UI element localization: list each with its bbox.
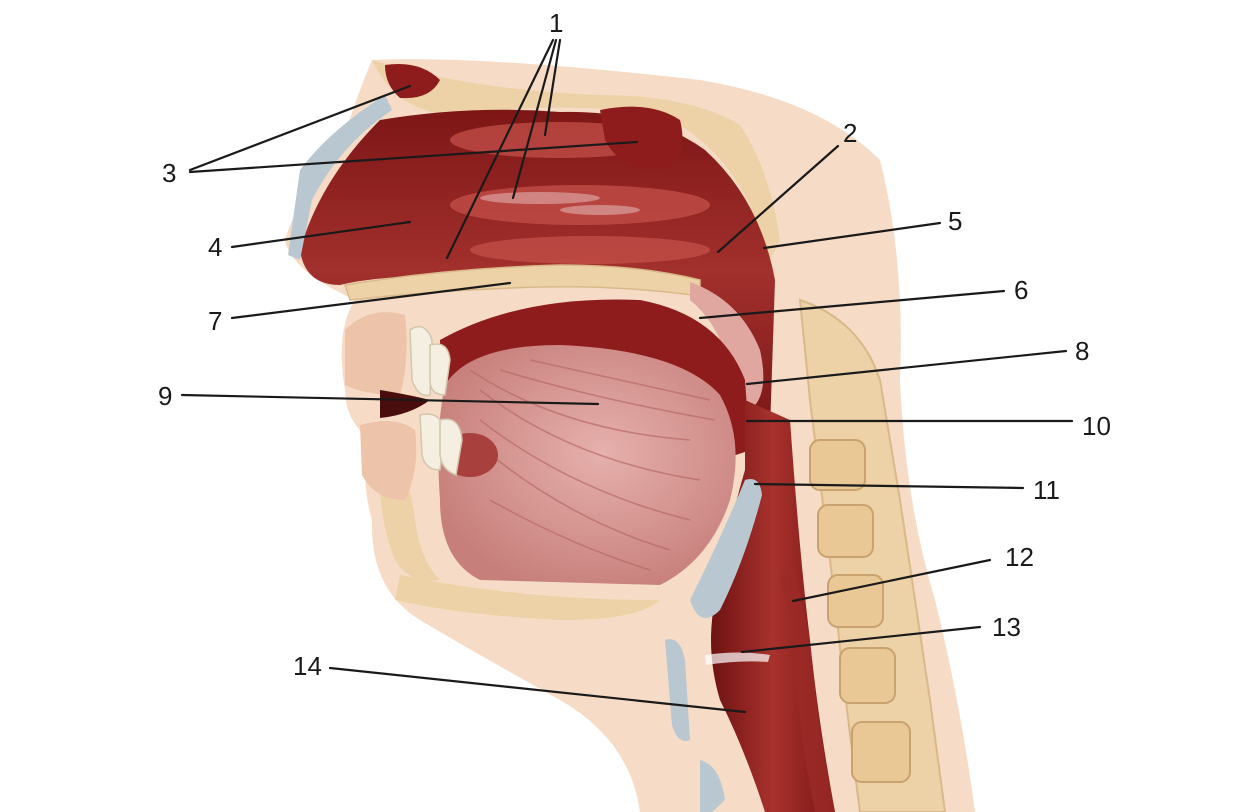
label-6: 6 (1014, 275, 1028, 305)
label-4: 4 (208, 232, 222, 262)
label-7: 7 (208, 306, 222, 336)
label-2: 2 (843, 118, 857, 148)
label-9: 9 (158, 381, 172, 411)
upper-lip (345, 312, 407, 395)
label-13: 13 (992, 612, 1021, 642)
label-5: 5 (948, 206, 962, 236)
label-3: 3 (162, 158, 176, 188)
label-1: 1 (549, 8, 563, 38)
label-11: 11 (1033, 475, 1060, 505)
label-12: 12 (1005, 542, 1034, 572)
label-14: 14 (293, 651, 322, 681)
label-8: 8 (1075, 336, 1089, 366)
label-10: 10 (1082, 411, 1111, 441)
